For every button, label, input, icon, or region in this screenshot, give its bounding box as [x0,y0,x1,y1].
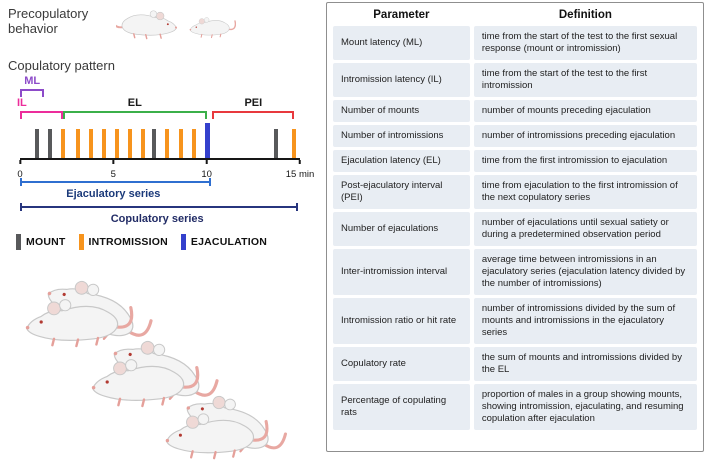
mount-event-bar [47,129,52,158]
ml-label: ML [24,75,41,87]
parameter-cell: Number of intromissions [333,125,470,147]
table-row: Number of intromissions number of introm… [333,125,697,147]
table-row: Ejaculation latency (EL) time from the f… [333,150,697,172]
definition-cell: time from the first intromission to ejac… [473,150,697,172]
mount-legend-label: MOUNT [26,236,66,248]
il-label: IL [17,97,27,109]
intromission-event-bar [141,129,146,158]
definition-cell: proportion of males in a group showing m… [473,384,697,430]
intromission-event-bar [191,129,196,158]
legend-item-mount: MOUNT [16,234,66,250]
el-bracket-line [62,111,207,119]
axis-line [20,158,300,160]
el-bracket: EL [62,97,207,119]
axis-tick: 0 [17,160,23,182]
interval-brackets: ML IL EL PEI [17,75,300,122]
il-bracket: IL [17,97,63,119]
definition-cell: number of intromissions preceding ejacul… [473,125,697,147]
ejaculation-legend-label: EJACULATION [190,236,267,248]
table-row: Intromission latency (IL) time from the … [333,63,697,97]
parameter-table-body: Mount latency (ML) time from the start o… [333,26,697,430]
series-line [20,203,299,211]
parameter-cell: Number of ejaculations [333,212,470,246]
mount-event-bar [152,129,157,158]
parameter-cell: Inter-intromission interval [333,249,470,295]
definition-cell: time from the start of the test to the f… [473,63,697,97]
precopulatory-rats-illustration [116,9,236,40]
definition-cell: number of mounts preceding ejaculation [473,100,697,122]
intromission-event-bar [60,129,65,158]
mount-event-bar [273,129,278,158]
il-bracket-line [20,111,63,119]
ejaculation-event-bar [204,123,210,158]
intromission-event-bar [165,129,170,158]
pei-bracket-line [212,111,295,119]
table-row: Post-ejaculatory interval (PEI) time fro… [333,175,697,209]
intromission-event-bar [75,129,80,158]
axis-tick: 10 [201,160,212,182]
intromission-event-bar [88,129,93,158]
intromission-event-bar [292,129,297,158]
mating-rats-illustration-3 [162,374,296,462]
definition-cell: number of intromissions divided by the s… [473,298,697,344]
series-label: Copulatory series [110,213,204,225]
parameter-cell: Percentage of copulating rats [333,384,470,430]
intromission-event-bar [128,129,133,158]
table-row: Inter-intromission interval average time… [333,249,697,295]
intromission-swatch [78,234,84,250]
definition-cell: time from the start of the test to the f… [473,26,697,60]
parameter-cell: Mount latency (ML) [333,26,470,60]
pei-bracket: PEI [212,97,295,119]
parameter-cell: Copulatory rate [333,347,470,381]
precopulatory-behavior-label: Precopulatory behavior [8,6,89,36]
ml-bracket: ML [20,75,45,97]
copulatory-series: Copulatory series [20,202,300,227]
axis-ticks: 0 5 10 15 min [17,160,314,180]
legend-item-ejaculation: EJACULATION [180,234,267,250]
table-row: Number of ejaculations number of ejacula… [333,212,697,246]
legend: MOUNT INTROMISSION EJACULATION [16,234,267,250]
intromission-legend-label: INTROMISSION [88,236,168,248]
parameter-cell: Post-ejaculatory interval (PEI) [333,175,470,209]
intromission-event-bar [115,129,120,158]
copulatory-pattern-label: Copulatory pattern [8,58,115,73]
definition-cell: number of ejaculations until sexual sati… [473,212,697,246]
parameter-cell: Ejaculation latency (EL) [333,150,470,172]
behavior-diagram: Precopulatory behavior Copulatory patter… [0,0,322,455]
definition-header: Definition [558,9,612,21]
parameter-table: Parameter Definition Mount latency (ML) … [326,2,704,452]
mount-event-bar [34,129,39,158]
legend-item-intromission: INTROMISSION [78,234,168,250]
definition-cell: time from ejaculation to the first intro… [473,175,697,209]
table-header-row: Parameter Definition [333,7,697,26]
table-row: Intromission ratio or hit rate number of… [333,298,697,344]
table-row: Percentage of copulating rats proportion… [333,384,697,430]
definition-cell: average time between intromissions in an… [473,249,697,295]
table-row: Mount latency (ML) time from the start o… [333,26,697,60]
ml-bracket-line [20,89,45,97]
table-row: Number of mounts number of mounts preced… [333,100,697,122]
axis-tick: 15 min [286,160,314,182]
ejaculatory-series: Ejaculatory series [20,177,300,202]
series-label: Ejaculatory series [66,188,161,200]
parameter-cell: Intromission latency (IL) [333,63,470,97]
timeline-events [20,122,300,158]
intromission-event-bar [178,129,183,158]
pei-label: PEI [244,97,263,109]
table-row: Copulatory rate the sum of mounts and in… [333,347,697,381]
intromission-event-bar [102,129,106,158]
parameter-header: Parameter [373,9,430,21]
parameter-cell: Number of mounts [333,100,470,122]
parameter-cell: Intromission ratio or hit rate [333,298,470,344]
mount-swatch [16,234,21,250]
ejaculation-swatch [180,234,186,250]
el-label: EL [127,97,142,109]
time-axis: 0 5 10 15 min [17,158,314,180]
series-line [20,178,211,186]
definition-cell: the sum of mounts and intromissions divi… [473,347,697,381]
axis-tick: 5 [111,160,116,182]
